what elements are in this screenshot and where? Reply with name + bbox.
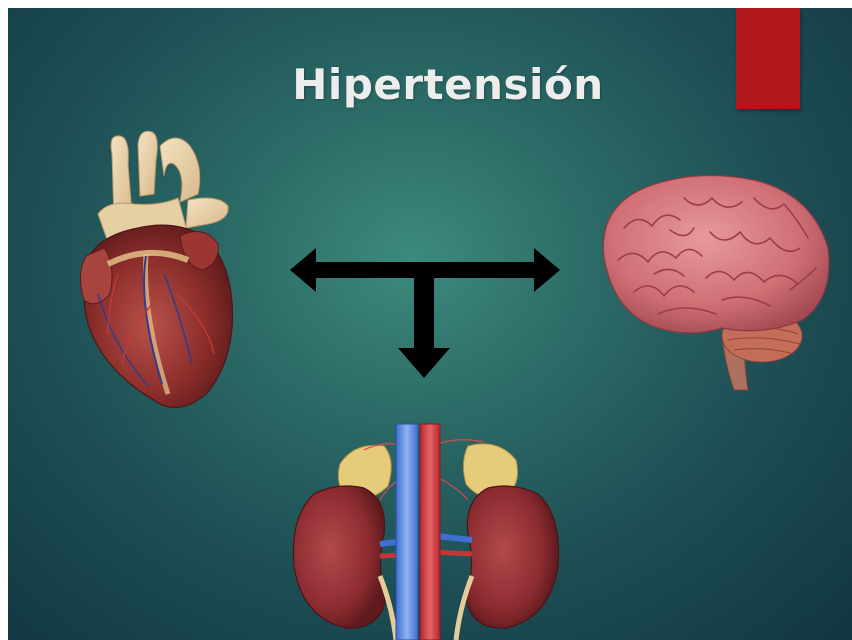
presentation-slide: Hipertensión [8,8,852,640]
brain-illustration [594,168,832,394]
down-arrow [398,274,450,378]
slide-title: Hipertensión [248,60,648,109]
accent-bar [736,8,800,109]
heart-illustration [68,124,238,414]
arrows-diagram [290,234,560,384]
kidneys-illustration [284,416,568,640]
